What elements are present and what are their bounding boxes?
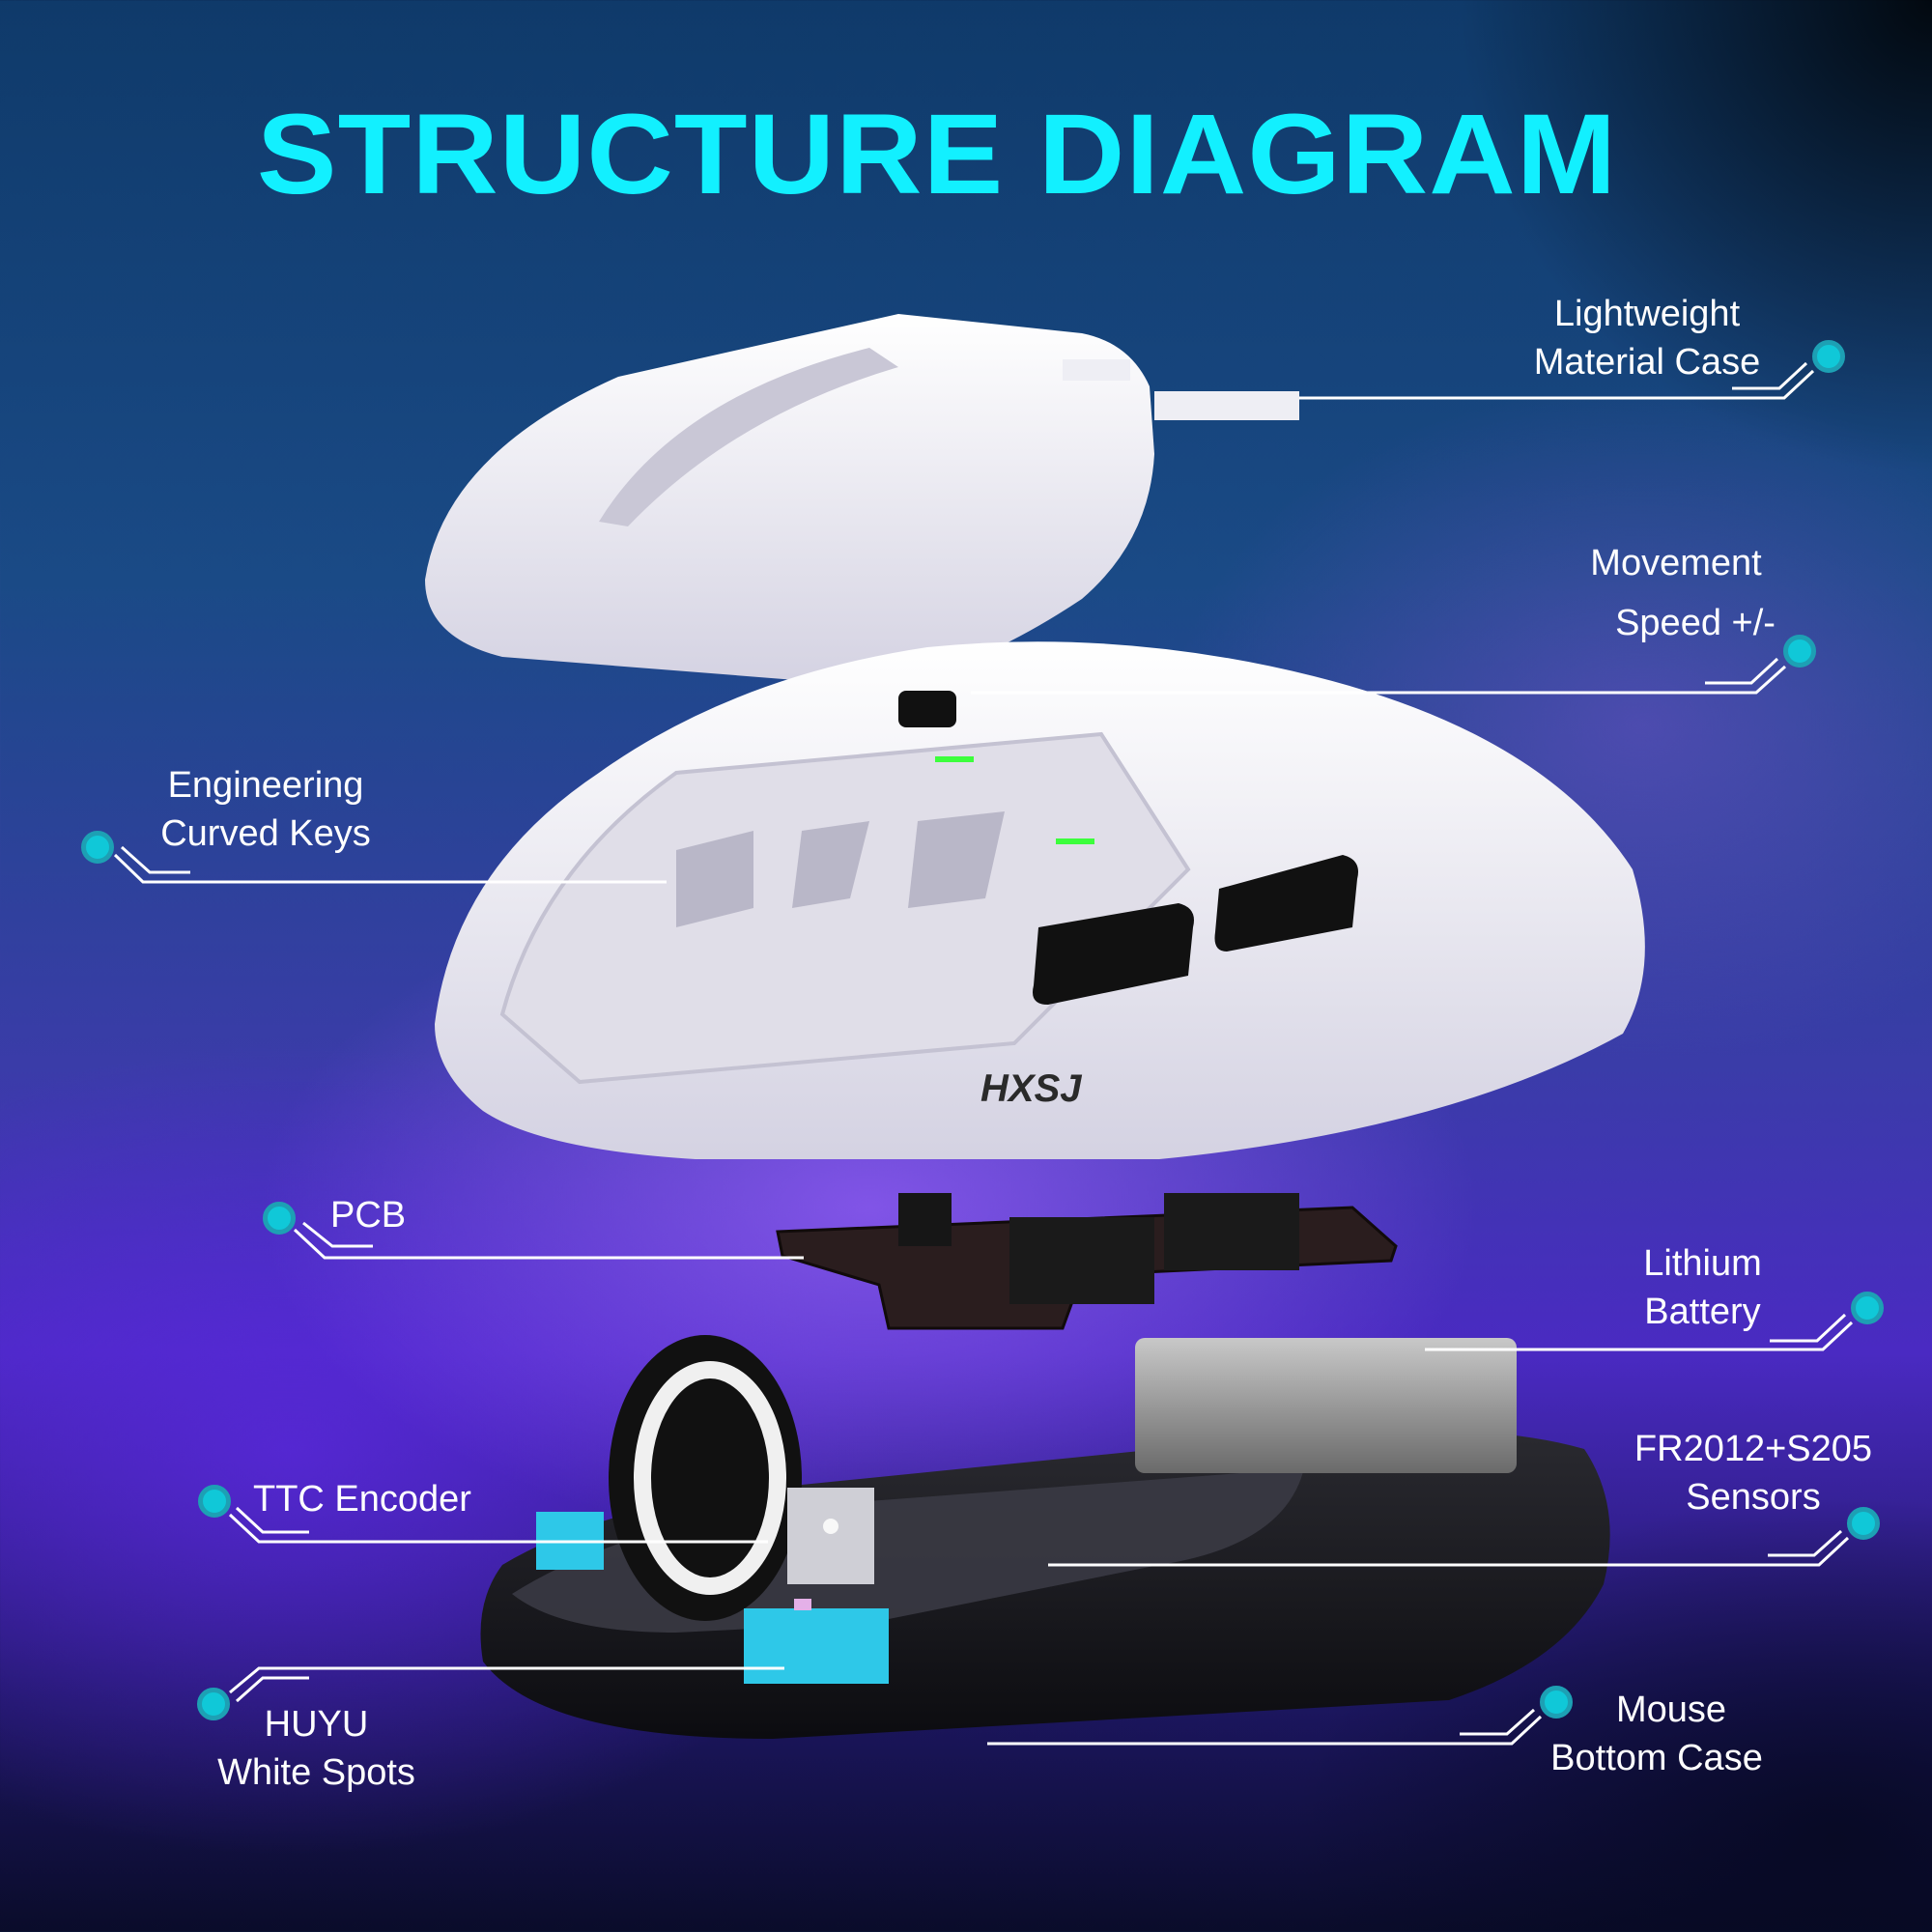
callout-dot-movement-speed <box>1783 635 1816 668</box>
callout-movement-speed: Movement Speed +/- <box>1590 543 1776 643</box>
callout-dot-sensors <box>1847 1507 1880 1540</box>
callout-encoder: TTC Encoder <box>253 1479 471 1520</box>
callout-switches: HUYU White Spots <box>217 1704 415 1793</box>
callout-dot-battery <box>1851 1292 1884 1324</box>
encoder-part <box>787 1488 874 1584</box>
callout-bottom-case: Mouse Bottom Case <box>1550 1690 1763 1778</box>
callout-dot-pcb <box>263 1202 296 1235</box>
brand-logo: HXSJ <box>980 1067 1082 1110</box>
callout-pcb: PCB <box>330 1195 407 1236</box>
switch-right-part <box>744 1608 889 1684</box>
battery-part <box>1135 1338 1517 1473</box>
callout-lightweight-case: Lightweight Material Case <box>1533 294 1761 383</box>
main-shell-part <box>435 641 1645 1159</box>
callout-dot-lightweight-case <box>1812 340 1845 373</box>
side-button-back <box>1033 903 1194 1005</box>
callout-battery: Lithium Battery <box>1643 1243 1762 1332</box>
top-cover-part <box>425 314 1299 686</box>
callout-dot-switches <box>197 1688 230 1720</box>
callout-dot-bottom-case <box>1540 1686 1573 1719</box>
side-button-forward <box>1214 855 1358 952</box>
callout-sensors: FR2012+S205 Sensors <box>1634 1429 1873 1518</box>
pcb-part <box>776 1193 1398 1330</box>
callout-dot-curved-keys <box>81 831 114 864</box>
dpi-button <box>898 691 956 727</box>
scroll-wheel-part <box>609 1335 874 1621</box>
page-title: STRUCTURE DIAGRAM <box>256 91 1618 218</box>
callout-curved-keys: Engineering Curved Keys <box>160 765 371 854</box>
callout-dot-encoder <box>198 1485 231 1518</box>
